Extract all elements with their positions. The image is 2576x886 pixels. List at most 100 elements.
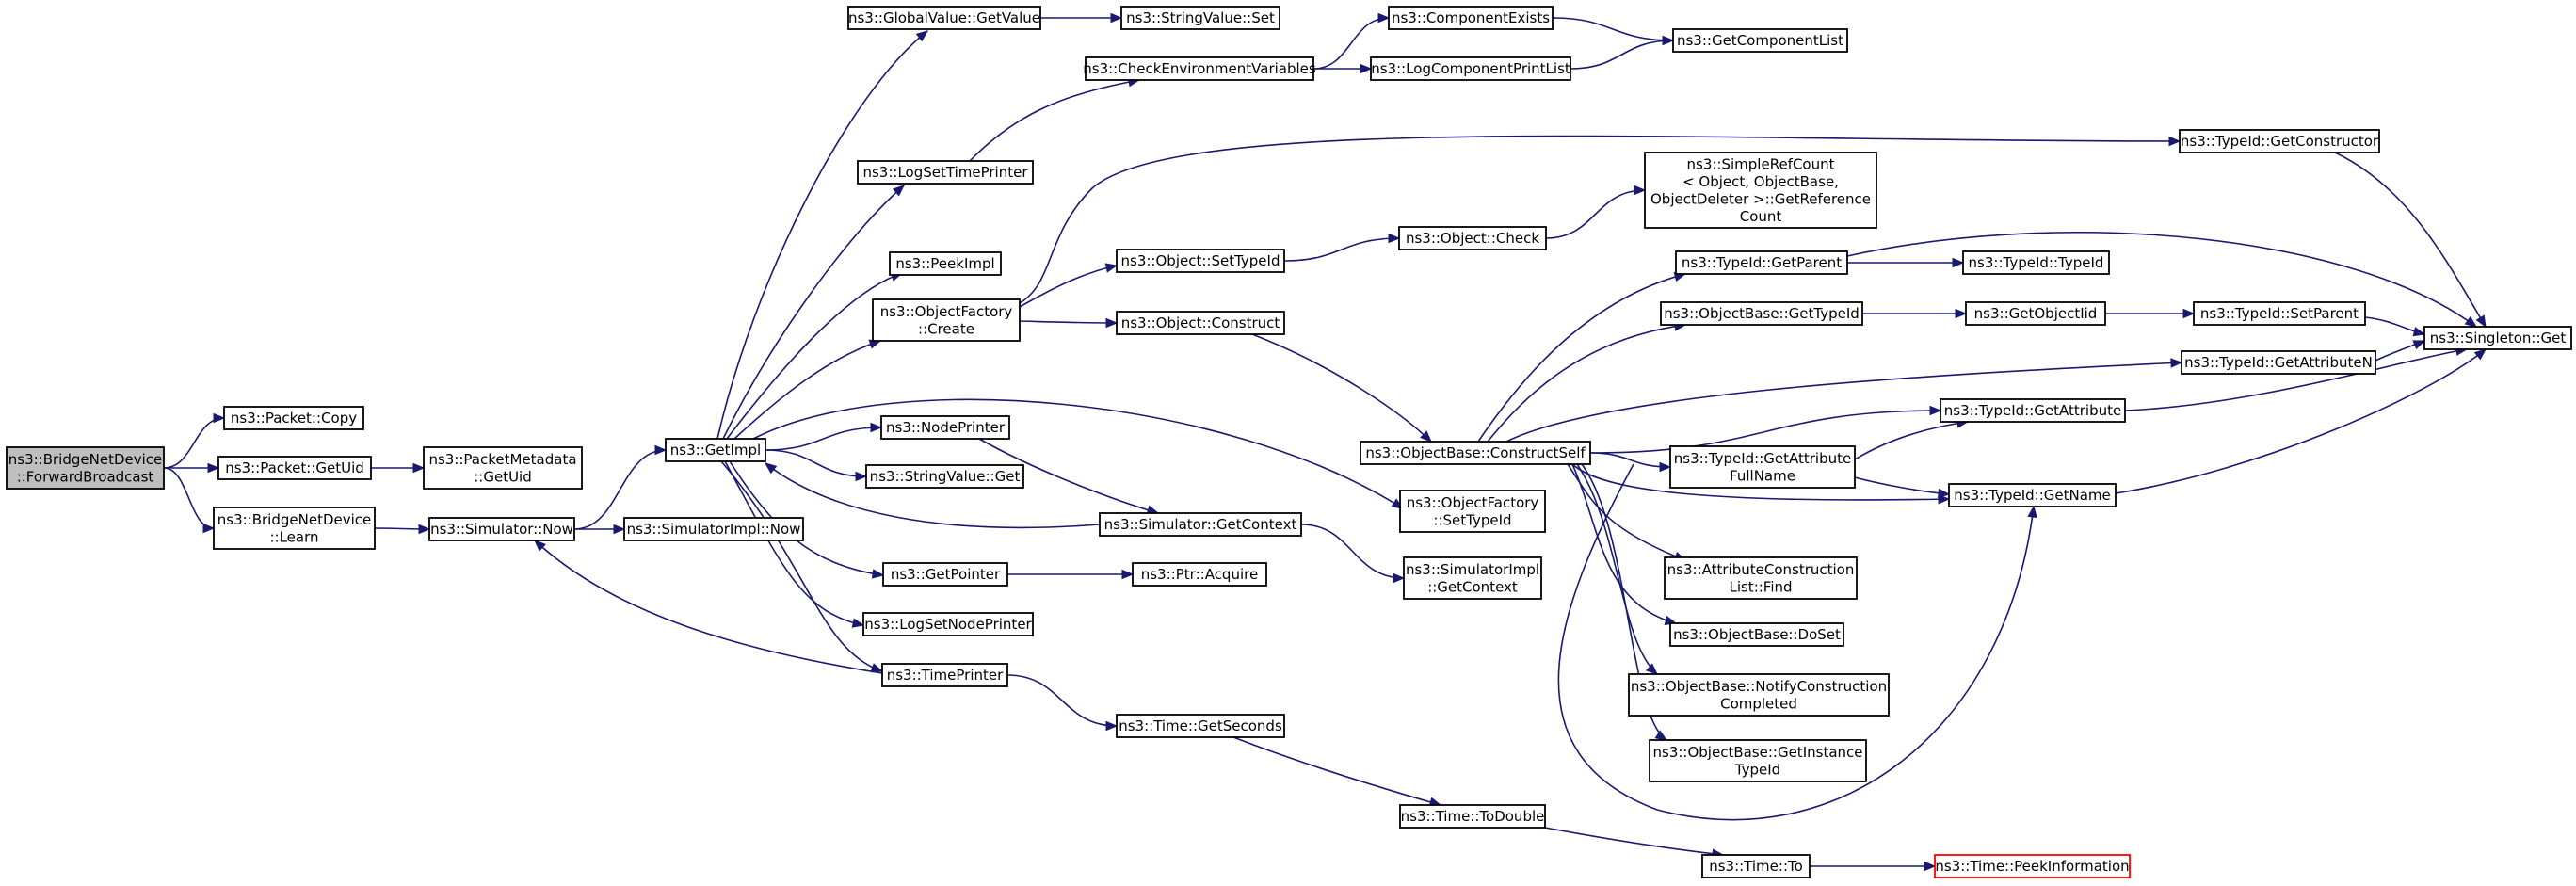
node-ob-get-type-id[interactable]: ns3::ObjectBase::GetTypeId (1660, 301, 1863, 326)
node-box (865, 464, 1024, 489)
node-label: ns3::LogSetNodePrinter (864, 616, 1032, 633)
node-label: ns3::AttributeConstruction (1667, 561, 1855, 578)
node-ob-notify[interactable]: ns3::ObjectBase::NotifyConstructionCompl… (1628, 673, 1890, 717)
node-get-comp-list[interactable]: ns3::GetComponentList (1672, 28, 1848, 53)
node-obj-construct[interactable]: ns3::Object::Construct (1116, 311, 1285, 335)
node-box (1085, 56, 1314, 81)
node-gv-get-value[interactable]: ns3::GlobalValue::GetValue (847, 6, 1041, 30)
node-sim-impl-get-context[interactable]: ns3::SimulatorImpl::GetContext (1403, 556, 1542, 600)
node-box (1099, 512, 1302, 537)
arrowhead-singleton-get (2412, 327, 2426, 337)
node-tid-get-attr[interactable]: ns3::TypeId::GetAttribute (1940, 398, 2126, 423)
node-time-to-double[interactable]: ns3::Time::ToDouble (1399, 804, 1546, 829)
arrowhead-sim-now (534, 540, 546, 552)
arrowhead-sim-impl-get-context (1393, 572, 1406, 584)
node-box (1948, 483, 2117, 507)
edge-obj-check-to-simple-ref (1545, 189, 1646, 239)
edge-get-impl-to-peek-impl (726, 272, 903, 440)
node-check-env[interactable]: ns3::CheckEnvironmentVariables (1083, 56, 1316, 81)
edge-tid-get-attr-full-to-tid-get-attr (1854, 421, 1969, 460)
edge-obj-construct-to-ob-construct-self (1251, 333, 1432, 443)
node-of-set-type-id[interactable]: ns3::ObjectFactory::SetTypeId (1399, 490, 1546, 533)
node-get-object-iid[interactable]: ns3::GetObjectIid (1965, 301, 2106, 326)
node-packet-get-uid[interactable]: ns3::Packet::GetUid (217, 456, 372, 480)
arrowhead-log-set-node (851, 618, 865, 628)
node-ob-construct-self[interactable]: ns3::ObjectBase::ConstructSelf (1360, 441, 1591, 465)
edge-ob-get-inst-tid-to-tid-get-name (1557, 463, 2035, 821)
node-time-get-seconds[interactable]: ns3::Time::GetSeconds (1116, 714, 1285, 738)
node-label: ns3::ObjectFactory (880, 303, 1013, 320)
node-bridge-learn[interactable]: ns3::BridgeNetDevice::Learn (213, 507, 376, 550)
node-log-set-node[interactable]: ns3::LogSetNodePrinter (862, 612, 1034, 636)
edge-ob-construct-self-to-tid-get-attr-n (1505, 362, 2182, 443)
node-tid-get-ctor[interactable]: ns3::TypeId::GetConstructor (2179, 129, 2380, 153)
edge-get-impl-to-log-set-node (724, 460, 864, 626)
node-time-printer[interactable]: ns3::TimePrinter (881, 663, 1008, 687)
node-get-pointer[interactable]: ns3::GetPointer (882, 562, 1008, 587)
node-label: Count (1740, 208, 1782, 225)
node-comp-exists[interactable]: ns3::ComponentExists (1388, 6, 1554, 30)
node-sim-impl-now[interactable]: ns3::SimulatorImpl::Now (623, 517, 804, 541)
node-tid-set-parent[interactable]: ns3::TypeId::SetParent (2193, 301, 2366, 326)
node-tid-type-id[interactable]: ns3::TypeId::TypeId (1962, 250, 2110, 275)
node-simple-ref[interactable]: ns3::SimpleRefCount< Object, ObjectBase,… (1644, 152, 1877, 229)
node-ptr-acquire[interactable]: ns3::Ptr::Acquire (1132, 562, 1267, 587)
node-ob-do-set[interactable]: ns3::ObjectBase::DoSet (1669, 622, 1844, 647)
arrowhead-packet-copy (213, 412, 226, 424)
edge-root-to-packet-copy (163, 417, 225, 469)
node-packet-copy[interactable]: ns3::Packet::Copy (223, 406, 364, 430)
node-log-comp-print[interactable]: ns3::LogComponentPrintList (1370, 56, 1571, 81)
node-box (1399, 804, 1546, 829)
node-label: ns3::Object::Construct (1121, 314, 1280, 331)
node-sv-set[interactable]: ns3::StringValue::Set (1120, 6, 1280, 30)
node-box (847, 6, 1041, 30)
node-box (1669, 622, 1844, 647)
node-label: Completed (1720, 695, 1797, 712)
node-label: TypeId (1734, 761, 1780, 778)
node-time-peek-info[interactable]: ns3::Time::PeekInformation (1934, 854, 2131, 878)
node-box (2179, 129, 2380, 153)
node-obj-check[interactable]: ns3::Object::Check (1398, 226, 1547, 250)
node-label: ns3::NodePrinter (886, 419, 1006, 436)
edge-obj-set-type-id-to-obj-check (1283, 237, 1400, 262)
node-obj-set-type-id[interactable]: ns3::Object::SetTypeId (1116, 249, 1285, 273)
node-root[interactable]: ns3::BridgeNetDevice::ForwardBroadcast (6, 446, 165, 490)
edge-ob-construct-self-to-ob-notify (1576, 463, 1658, 675)
node-sv-get[interactable]: ns3::StringValue::Get (865, 464, 1024, 489)
node-tid-get-attr-n[interactable]: ns3::TypeId::GetAttributeN (2181, 350, 2376, 375)
node-label: ns3::Packet::GetUid (225, 459, 364, 476)
node-box (1116, 311, 1285, 335)
node-label: < Object, ObjectBase, (1682, 173, 1839, 190)
node-label: ns3::Time::ToDouble (1401, 808, 1545, 825)
node-label: ::GetContext (1427, 578, 1518, 595)
node-singleton-get[interactable]: ns3::Singleton::Get (2423, 326, 2572, 350)
node-label: ns3::ComponentExists (1392, 9, 1550, 26)
node-box (881, 663, 1008, 687)
node-box (1360, 441, 1591, 465)
node-tid-get-name[interactable]: ns3::TypeId::GetName (1948, 483, 2117, 507)
node-sim-now[interactable]: ns3::Simulator::Now (428, 517, 575, 541)
node-get-impl[interactable]: ns3::GetImpl (665, 438, 766, 462)
node-peek-impl[interactable]: ns3::PeekImpl (889, 251, 1002, 276)
node-log-set-time[interactable]: ns3::LogSetTimePrinter (857, 160, 1034, 185)
edge-ob-construct-self-to-tid-get-attr (1589, 410, 1941, 454)
arrowhead-ob-get-inst-tid (1654, 730, 1668, 741)
node-of-create[interactable]: ns3::ObjectFactory::Create (872, 298, 1021, 342)
node-label: ns3::ObjectBase::DoSet (1673, 626, 1841, 643)
node-sim-get-context[interactable]: ns3::Simulator::GetContext (1099, 512, 1302, 537)
node-box (889, 251, 1002, 276)
node-time-to[interactable]: ns3::Time::To (1701, 854, 1811, 878)
edge-get-impl-to-of-create (733, 340, 881, 440)
node-label: ns3::Packet::Copy (231, 410, 357, 427)
node-pm-get-uid[interactable]: ns3::PacketMetadata::GetUid (423, 446, 583, 490)
node-label: ns3::GetObjectIid (1974, 305, 2098, 322)
node-label: ns3::ObjectFactory (1407, 494, 1539, 511)
node-label: ns3::StringValue::Set (1126, 9, 1275, 26)
node-node-printer[interactable]: ns3::NodePrinter (880, 415, 1010, 440)
node-label: ::ForwardBroadcast (17, 468, 154, 485)
node-label: ::Create (918, 320, 974, 337)
node-tid-get-parent[interactable]: ns3::TypeId::GetParent (1675, 250, 1848, 275)
